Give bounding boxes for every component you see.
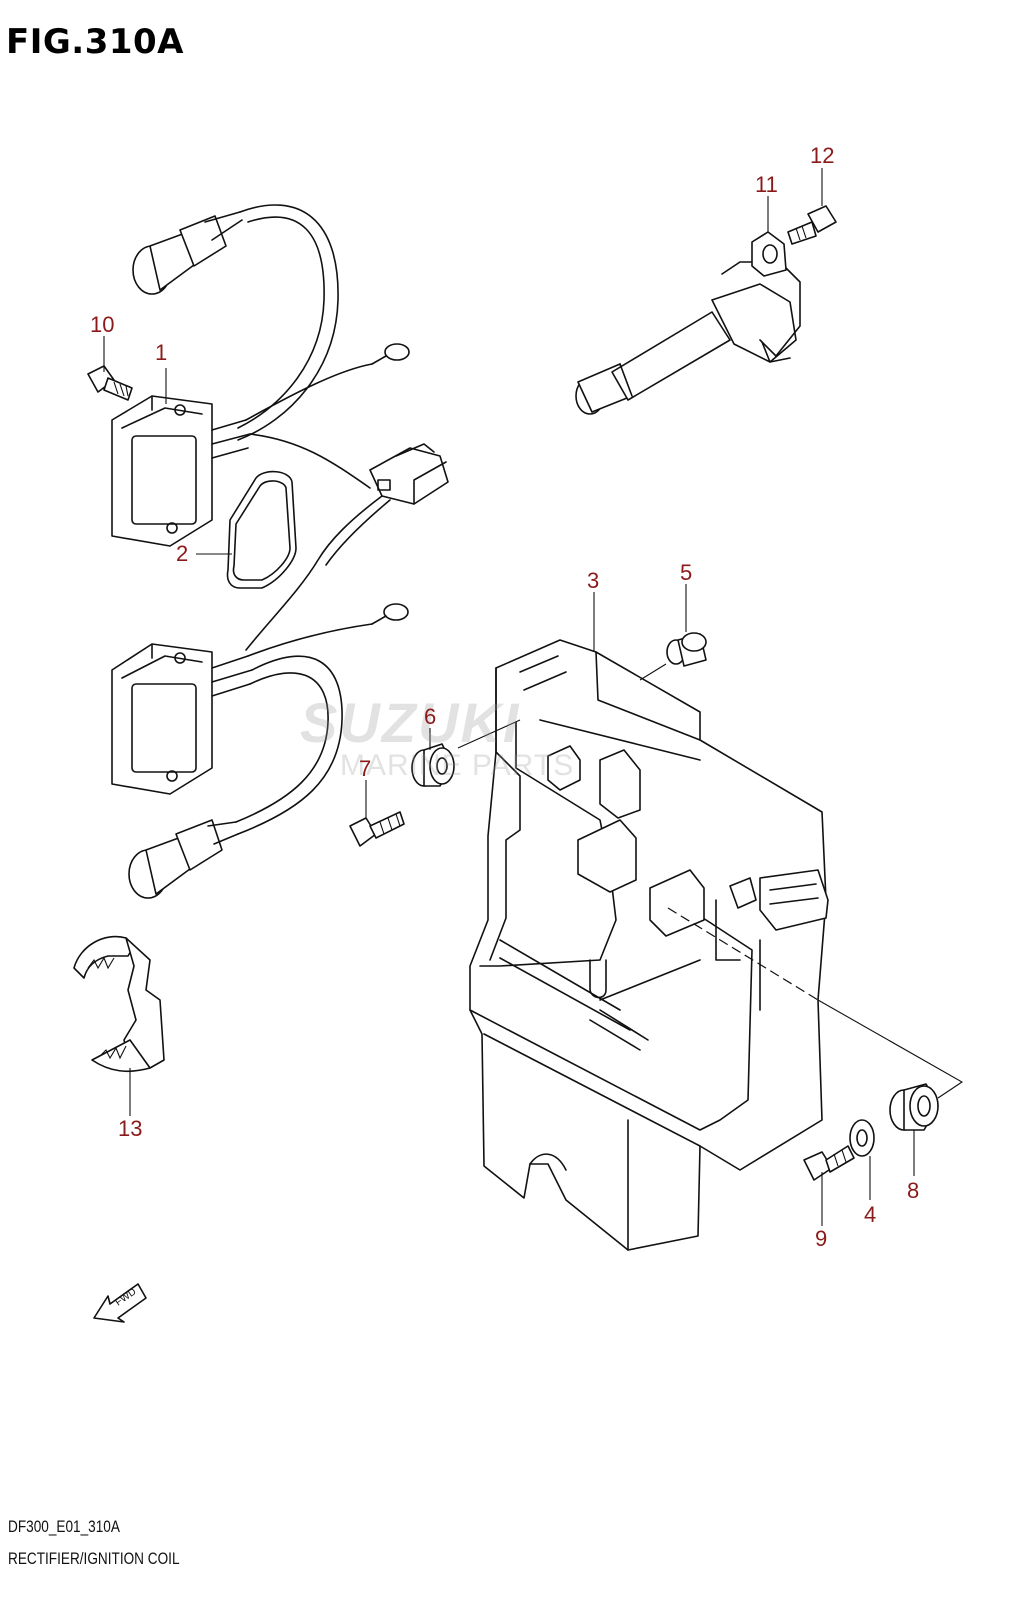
gasket (226, 470, 297, 589)
callout-6: 6 (424, 704, 437, 729)
callout-7: 7 (359, 756, 372, 781)
case (469, 639, 829, 1251)
grommet-6 (411, 743, 455, 787)
callout-13: 13 (118, 1116, 143, 1141)
callout-8: 8 (907, 1178, 920, 1203)
figure-code: DF300_E01_310A (8, 1517, 120, 1536)
rectifier-upper (111, 204, 410, 547)
callout-2: 2 (176, 541, 189, 566)
bolt-12 (787, 205, 837, 245)
callout-3: 3 (587, 568, 600, 593)
callout-1: 1 (155, 340, 168, 365)
callout-12: 12 (810, 143, 835, 168)
coupler (245, 443, 449, 651)
grommet-8 (889, 1083, 939, 1131)
callout-4: 4 (864, 1202, 877, 1227)
washer-4 (849, 1119, 875, 1157)
callout-5: 5 (680, 560, 693, 585)
bolt-9 (803, 1145, 855, 1181)
fwd-arrow-icon: FWD (93, 1283, 147, 1323)
callout-10: 10 (90, 312, 115, 337)
screw-10 (87, 365, 133, 401)
figure-caption: RECTIFIER/IGNITION COIL (8, 1549, 180, 1568)
callout-9: 9 (815, 1226, 828, 1251)
clamp-13 (73, 935, 165, 1073)
callout-11: 11 (755, 172, 778, 197)
ignition-coil (575, 231, 801, 415)
screw-7 (349, 811, 405, 847)
rectifier-lower (111, 603, 409, 899)
leader-lines (103, 168, 964, 1226)
figure-title: FIG.310A (6, 22, 184, 62)
grommet-5 (666, 632, 707, 667)
